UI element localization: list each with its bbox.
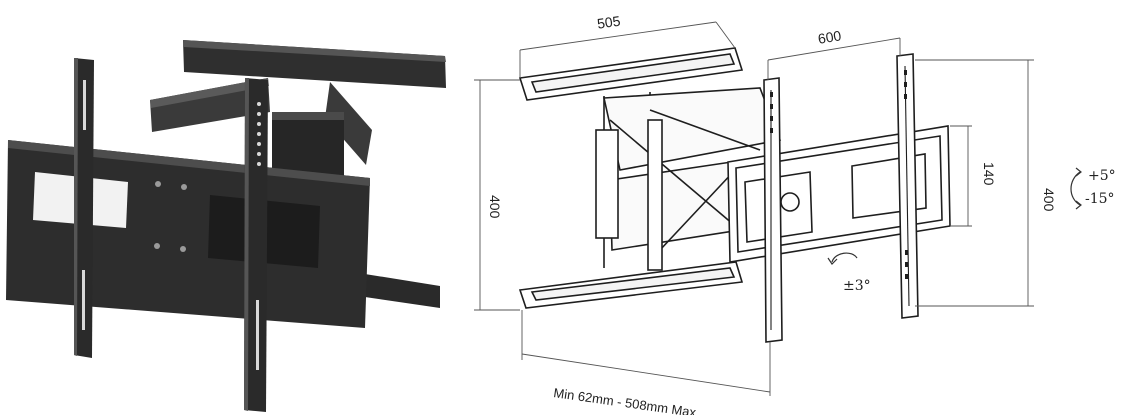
arm-upper [150,78,270,132]
angle-tilt-down: -15° [1085,191,1115,207]
drawing-strap-left [763,77,783,343]
dim-left-height: 400 [487,195,503,219]
dim-right-height: 400 [1041,188,1057,212]
technical-drawing [518,47,951,343]
strap-right [244,78,268,412]
arm-right [325,82,372,165]
angle-swivel: ±3° [843,278,871,294]
dimension-lines [474,21,1034,396]
wall-plate-top [183,40,446,88]
strap-left [74,58,94,358]
depth-note: Min 62mm - 508mm Max [553,385,698,415]
product-photo [6,40,446,412]
swivel-arrow-icon [827,252,858,265]
dim-panel-width: 600 [817,27,843,46]
angle-tilt-up: +5° [1088,168,1116,184]
dim-panel-height: 140 [981,162,997,186]
tilt-arrow-icon [1070,167,1082,210]
dim-top-width: 505 [596,13,622,32]
